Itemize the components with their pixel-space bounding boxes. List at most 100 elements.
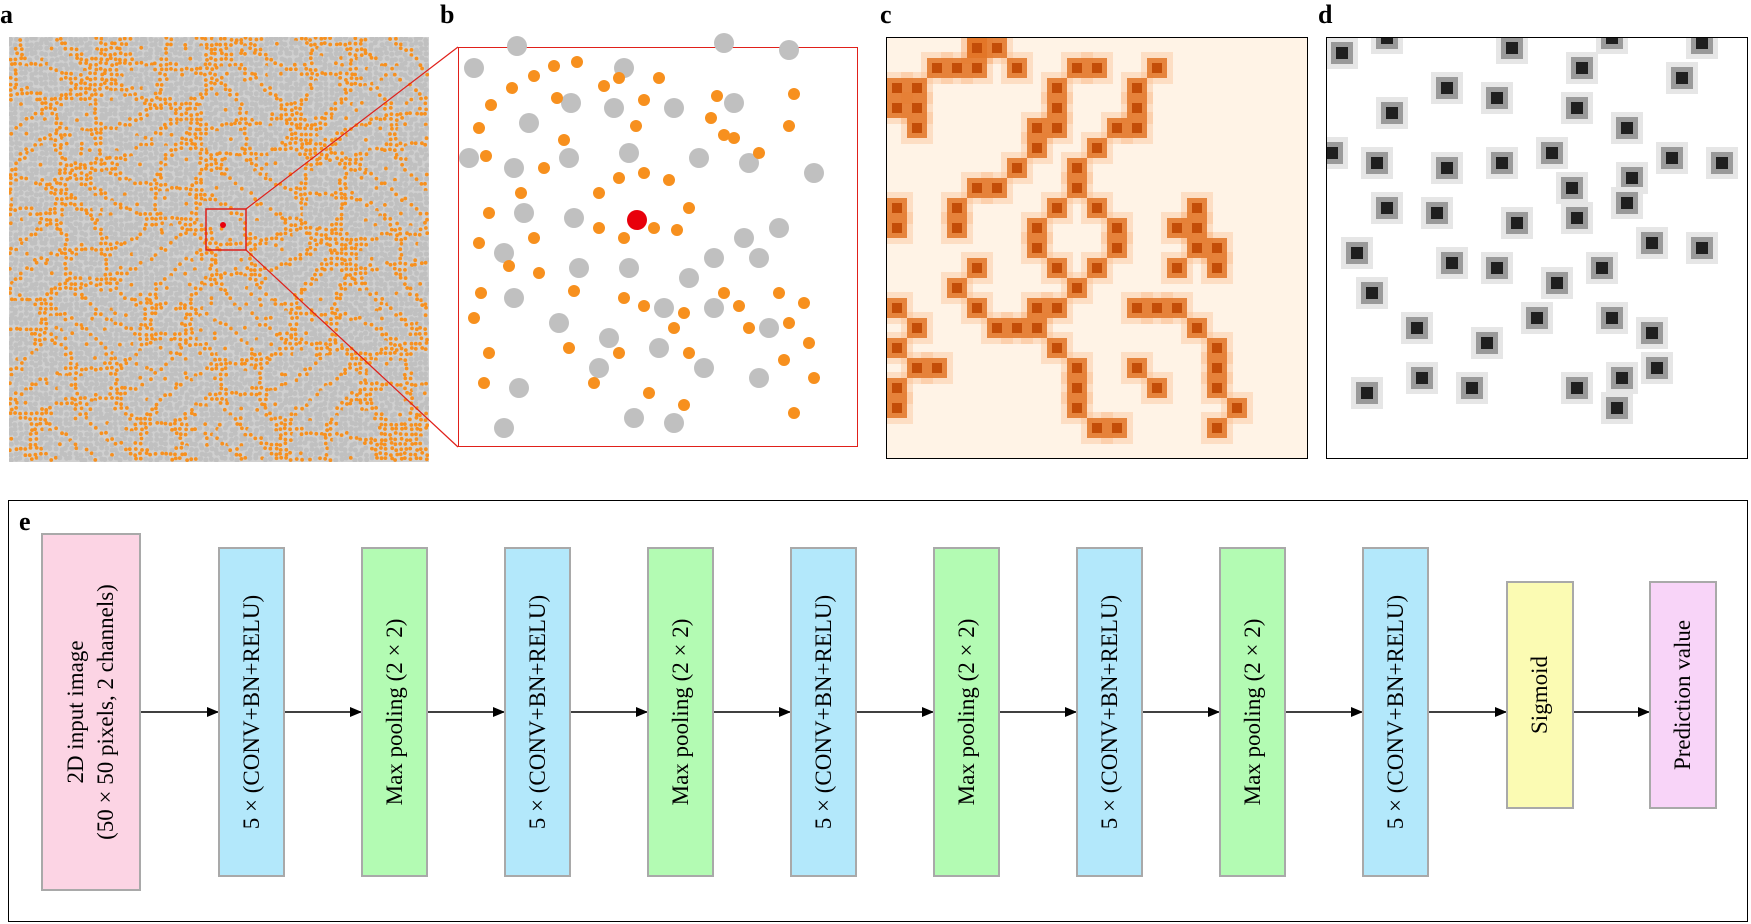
orange-particle: [93, 111, 97, 115]
orange-particle: [63, 317, 68, 322]
gray-particle: [183, 120, 189, 126]
orange-particle: [188, 106, 192, 111]
gray-particle: [213, 100, 219, 106]
orange-particle: [134, 118, 138, 123]
orange-particle: [315, 72, 320, 77]
gray-particle: [279, 85, 285, 91]
gray-particle: [254, 220, 260, 226]
orange-particle: [128, 117, 132, 121]
gray-particle: [384, 246, 390, 252]
gray-particle: [174, 275, 180, 281]
orange-particle: [278, 212, 283, 216]
gray-particle: [327, 326, 333, 332]
orange-particle: [149, 301, 154, 305]
orange-particle: [168, 117, 173, 122]
orange-particle: [308, 241, 312, 246]
gray-particle: [162, 310, 168, 316]
gray-particle: [423, 41, 429, 47]
gray-particle: [49, 327, 55, 333]
gray-particle: [419, 256, 425, 262]
gray-particle: [154, 167, 160, 173]
gray-particle: [34, 41, 40, 47]
orange-particle: [93, 98, 98, 102]
orange-particle: [293, 117, 298, 122]
orange-particle: [349, 317, 353, 322]
gray-particle: [112, 121, 118, 127]
orange-particle: [59, 133, 63, 137]
orange-particle: [228, 237, 233, 242]
orange-particle: [123, 157, 128, 162]
orange-particle: [35, 97, 39, 102]
gray-particle: [418, 122, 424, 128]
gray-particle: [163, 295, 169, 301]
orange-particle: [150, 311, 155, 316]
gray-particle: [218, 85, 224, 91]
orange-particle: [244, 136, 249, 141]
gray-particle: [173, 45, 179, 51]
orange-particle: [315, 162, 319, 166]
gray-particle: [247, 286, 253, 292]
orange-particle: [308, 82, 313, 87]
gray-particle: [118, 146, 124, 152]
orange-particle: [288, 141, 293, 146]
gray-particle: [394, 107, 400, 113]
orange-particle: [228, 152, 233, 156]
orange-particle: [33, 331, 37, 336]
orange-particle: [89, 161, 93, 166]
gray-particle: [119, 182, 124, 188]
gray-particle: [23, 162, 29, 168]
gray-particle: [407, 145, 413, 151]
gray-particle: [33, 125, 39, 131]
gray-particle: [258, 221, 264, 227]
gray-particle: [397, 50, 403, 56]
gray-particle: [302, 266, 308, 272]
orange-particle: [63, 182, 68, 187]
gray-particle: [68, 302, 73, 308]
gray-particle: [323, 101, 329, 107]
gray-particle: [179, 151, 185, 156]
orange-particle: [63, 247, 67, 251]
gray-particle: [62, 151, 68, 157]
orange-particle: [338, 71, 343, 75]
gray-particle: [223, 91, 229, 97]
gray-particle: [113, 222, 119, 227]
orange-particle: [25, 266, 29, 270]
gray-particle: [143, 150, 149, 156]
gray-particle: [99, 291, 104, 297]
gray-particle: [129, 261, 135, 267]
orange-particle: [144, 108, 149, 112]
orange-particle: [188, 222, 193, 227]
gray-particle: [128, 276, 134, 282]
gray-particle: [38, 76, 44, 82]
gray-particle: [384, 50, 389, 56]
gray-particle: [347, 106, 353, 112]
gray-particle: [212, 221, 218, 226]
gray-particle: [378, 195, 384, 201]
gray-particle: [139, 67, 145, 73]
orange-particle: [164, 37, 169, 40]
gray-particle: [408, 105, 413, 111]
gray-particle: [104, 122, 110, 127]
orange-particle: [158, 216, 163, 221]
gray-particle: [144, 80, 150, 86]
gray-particle: [42, 57, 48, 63]
orange-particle: [38, 212, 43, 216]
orange-particle: [73, 86, 78, 91]
gray-particle: [87, 291, 93, 297]
gray-particle: [183, 285, 189, 291]
orange-particle: [79, 97, 83, 101]
gray-particle: [198, 267, 203, 273]
gray-particle: [228, 131, 234, 137]
gray-particle: [88, 201, 94, 207]
gray-particle: [173, 42, 179, 47]
gray-particle: [352, 91, 358, 97]
orange-particle: [63, 261, 67, 266]
gray-particle: [218, 91, 224, 97]
gray-particle: [102, 170, 108, 176]
orange-particle: [380, 297, 385, 301]
gray-particle: [43, 246, 49, 252]
gray-particle: [194, 155, 200, 161]
gray-particle: [278, 121, 284, 127]
orange-particle: [44, 106, 48, 110]
orange-particle: [188, 187, 193, 192]
